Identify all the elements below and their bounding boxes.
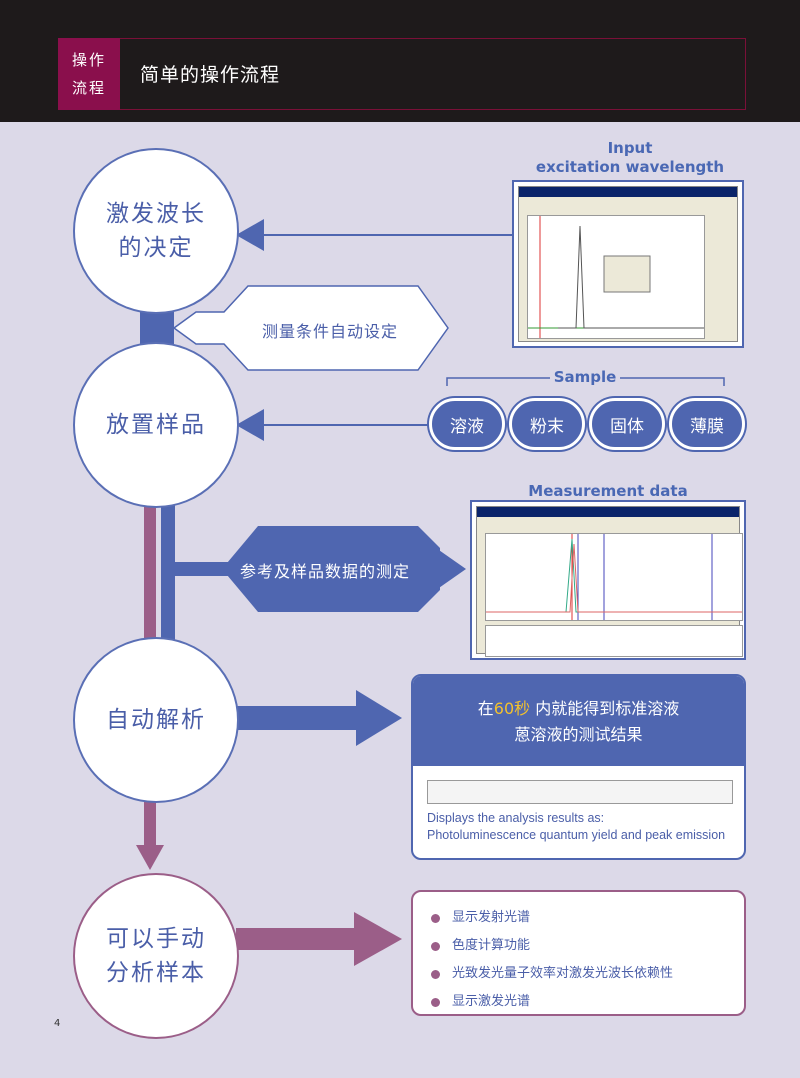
arrow-head-input	[236, 219, 264, 251]
arrow-head-features	[354, 912, 402, 966]
input-title: Input excitation wavelength	[520, 139, 740, 177]
bullet-icon	[431, 941, 440, 951]
sample-title: Sample	[553, 368, 617, 386]
bullet-icon	[431, 997, 440, 1007]
input-title-line2: excitation wavelength	[535, 158, 725, 176]
connector-blue-branch	[161, 562, 231, 576]
sample-bracket	[446, 377, 550, 386]
arrow-head-sample	[236, 409, 264, 441]
measurement-table	[485, 625, 743, 657]
measurement-screenshot	[470, 500, 746, 660]
feature-item: 光致发光量子效率对激发光波长依赖性	[431, 960, 673, 988]
result-header: 在60秒 内就能得到标准溶液 蒽溶液的测试结果	[413, 676, 744, 766]
arrow-body-features	[236, 928, 358, 950]
section-tag: 操作 流程	[58, 38, 120, 110]
step-circle-manual: 可以手动分析样本	[73, 873, 239, 1039]
step2-line1: 放置样品	[106, 412, 206, 438]
feature-label: 色度计算功能	[452, 938, 531, 953]
arrow-down-purple	[136, 845, 164, 870]
feature-label: 显示发射光谱	[452, 910, 531, 925]
section-tag-line2: 流程	[71, 79, 106, 97]
step4-line1: 可以手动	[106, 926, 206, 952]
result-card: 在60秒 内就能得到标准溶液 蒽溶液的测试结果 Displays the ana…	[411, 674, 746, 860]
result-table-thumbnail	[427, 780, 733, 804]
step1-line1: 激发波长	[106, 201, 206, 227]
result-desc-line1: Displays the analysis results as:	[427, 811, 605, 825]
excitation-plot-svg	[528, 216, 704, 338]
excitation-plot	[527, 215, 705, 339]
measure-label: 参考及样品数据的测定	[240, 562, 411, 581]
arrow-head-result	[356, 690, 402, 746]
step1-line2: 的决定	[118, 235, 194, 261]
bullet-icon	[431, 913, 440, 923]
measurement-window	[476, 506, 743, 657]
step4-line2: 分析样本	[106, 960, 206, 986]
result-time-highlight: 60秒	[493, 699, 531, 718]
result-line1-suffix: 内就能得到标准溶液	[530, 699, 680, 718]
step-circle-analysis: 自动解析	[73, 637, 239, 803]
result-description: Displays the analysis results as: Photol…	[427, 810, 725, 844]
result-line1-prefix: 在	[477, 699, 494, 718]
sample-solution: 溶液	[429, 398, 505, 450]
excitation-window	[518, 186, 738, 342]
conditions-arrow-shape	[172, 285, 449, 371]
feature-card: 显示发射光谱 色度计算功能 光致发光量子效率对激发光波长依赖性 显示激发光谱	[411, 890, 746, 1016]
page-number: 4	[54, 1018, 61, 1029]
measurement-plot	[485, 533, 743, 621]
measure-arrow-tip	[436, 548, 466, 590]
excitation-titlebar	[519, 187, 737, 197]
section-tag-line1: 操作	[71, 51, 106, 69]
feature-item: 显示激发光谱	[431, 988, 673, 1016]
input-title-line1: Input	[607, 139, 653, 157]
sample-bracket-right	[620, 377, 725, 386]
bullet-icon	[431, 969, 440, 979]
sample-solid: 固体	[589, 398, 665, 450]
header-bar	[0, 0, 800, 122]
excitation-screenshot	[512, 180, 744, 348]
connector-purple-left	[144, 505, 156, 645]
arrow-body-result	[236, 706, 358, 730]
feature-item: 色度计算功能	[431, 932, 673, 960]
sample-film: 薄膜	[669, 398, 745, 450]
sample-powder: 粉末	[509, 398, 585, 450]
connector-purple-bottom	[144, 795, 156, 847]
step3-line1: 自动解析	[106, 707, 206, 733]
result-desc-line2: Photoluminescence quantum yield and peak…	[427, 828, 726, 842]
measure-hexagon	[222, 526, 440, 612]
feature-label: 光致发光量子效率对激发光波长依赖性	[452, 966, 674, 981]
conditions-label: 测量条件自动设定	[262, 322, 399, 341]
page-title: 简单的操作流程	[140, 64, 281, 86]
feature-label: 显示激发光谱	[452, 994, 531, 1009]
measurement-title: Measurement data	[528, 482, 688, 500]
feature-item: 显示发射光谱	[431, 904, 673, 932]
step-circle-sample: 放置样品	[73, 342, 239, 508]
step-circle-wavelength: 激发波长的决定	[73, 148, 239, 314]
result-line2: 蒽溶液的测试结果	[514, 725, 643, 744]
feature-list: 显示发射光谱 色度计算功能 光致发光量子效率对激发光波长依赖性 显示激发光谱	[431, 904, 673, 1016]
measurement-plot-svg	[486, 534, 742, 620]
measurement-titlebar	[477, 507, 739, 517]
result-line1: 在60秒 内就能得到标准溶液	[413, 696, 744, 722]
